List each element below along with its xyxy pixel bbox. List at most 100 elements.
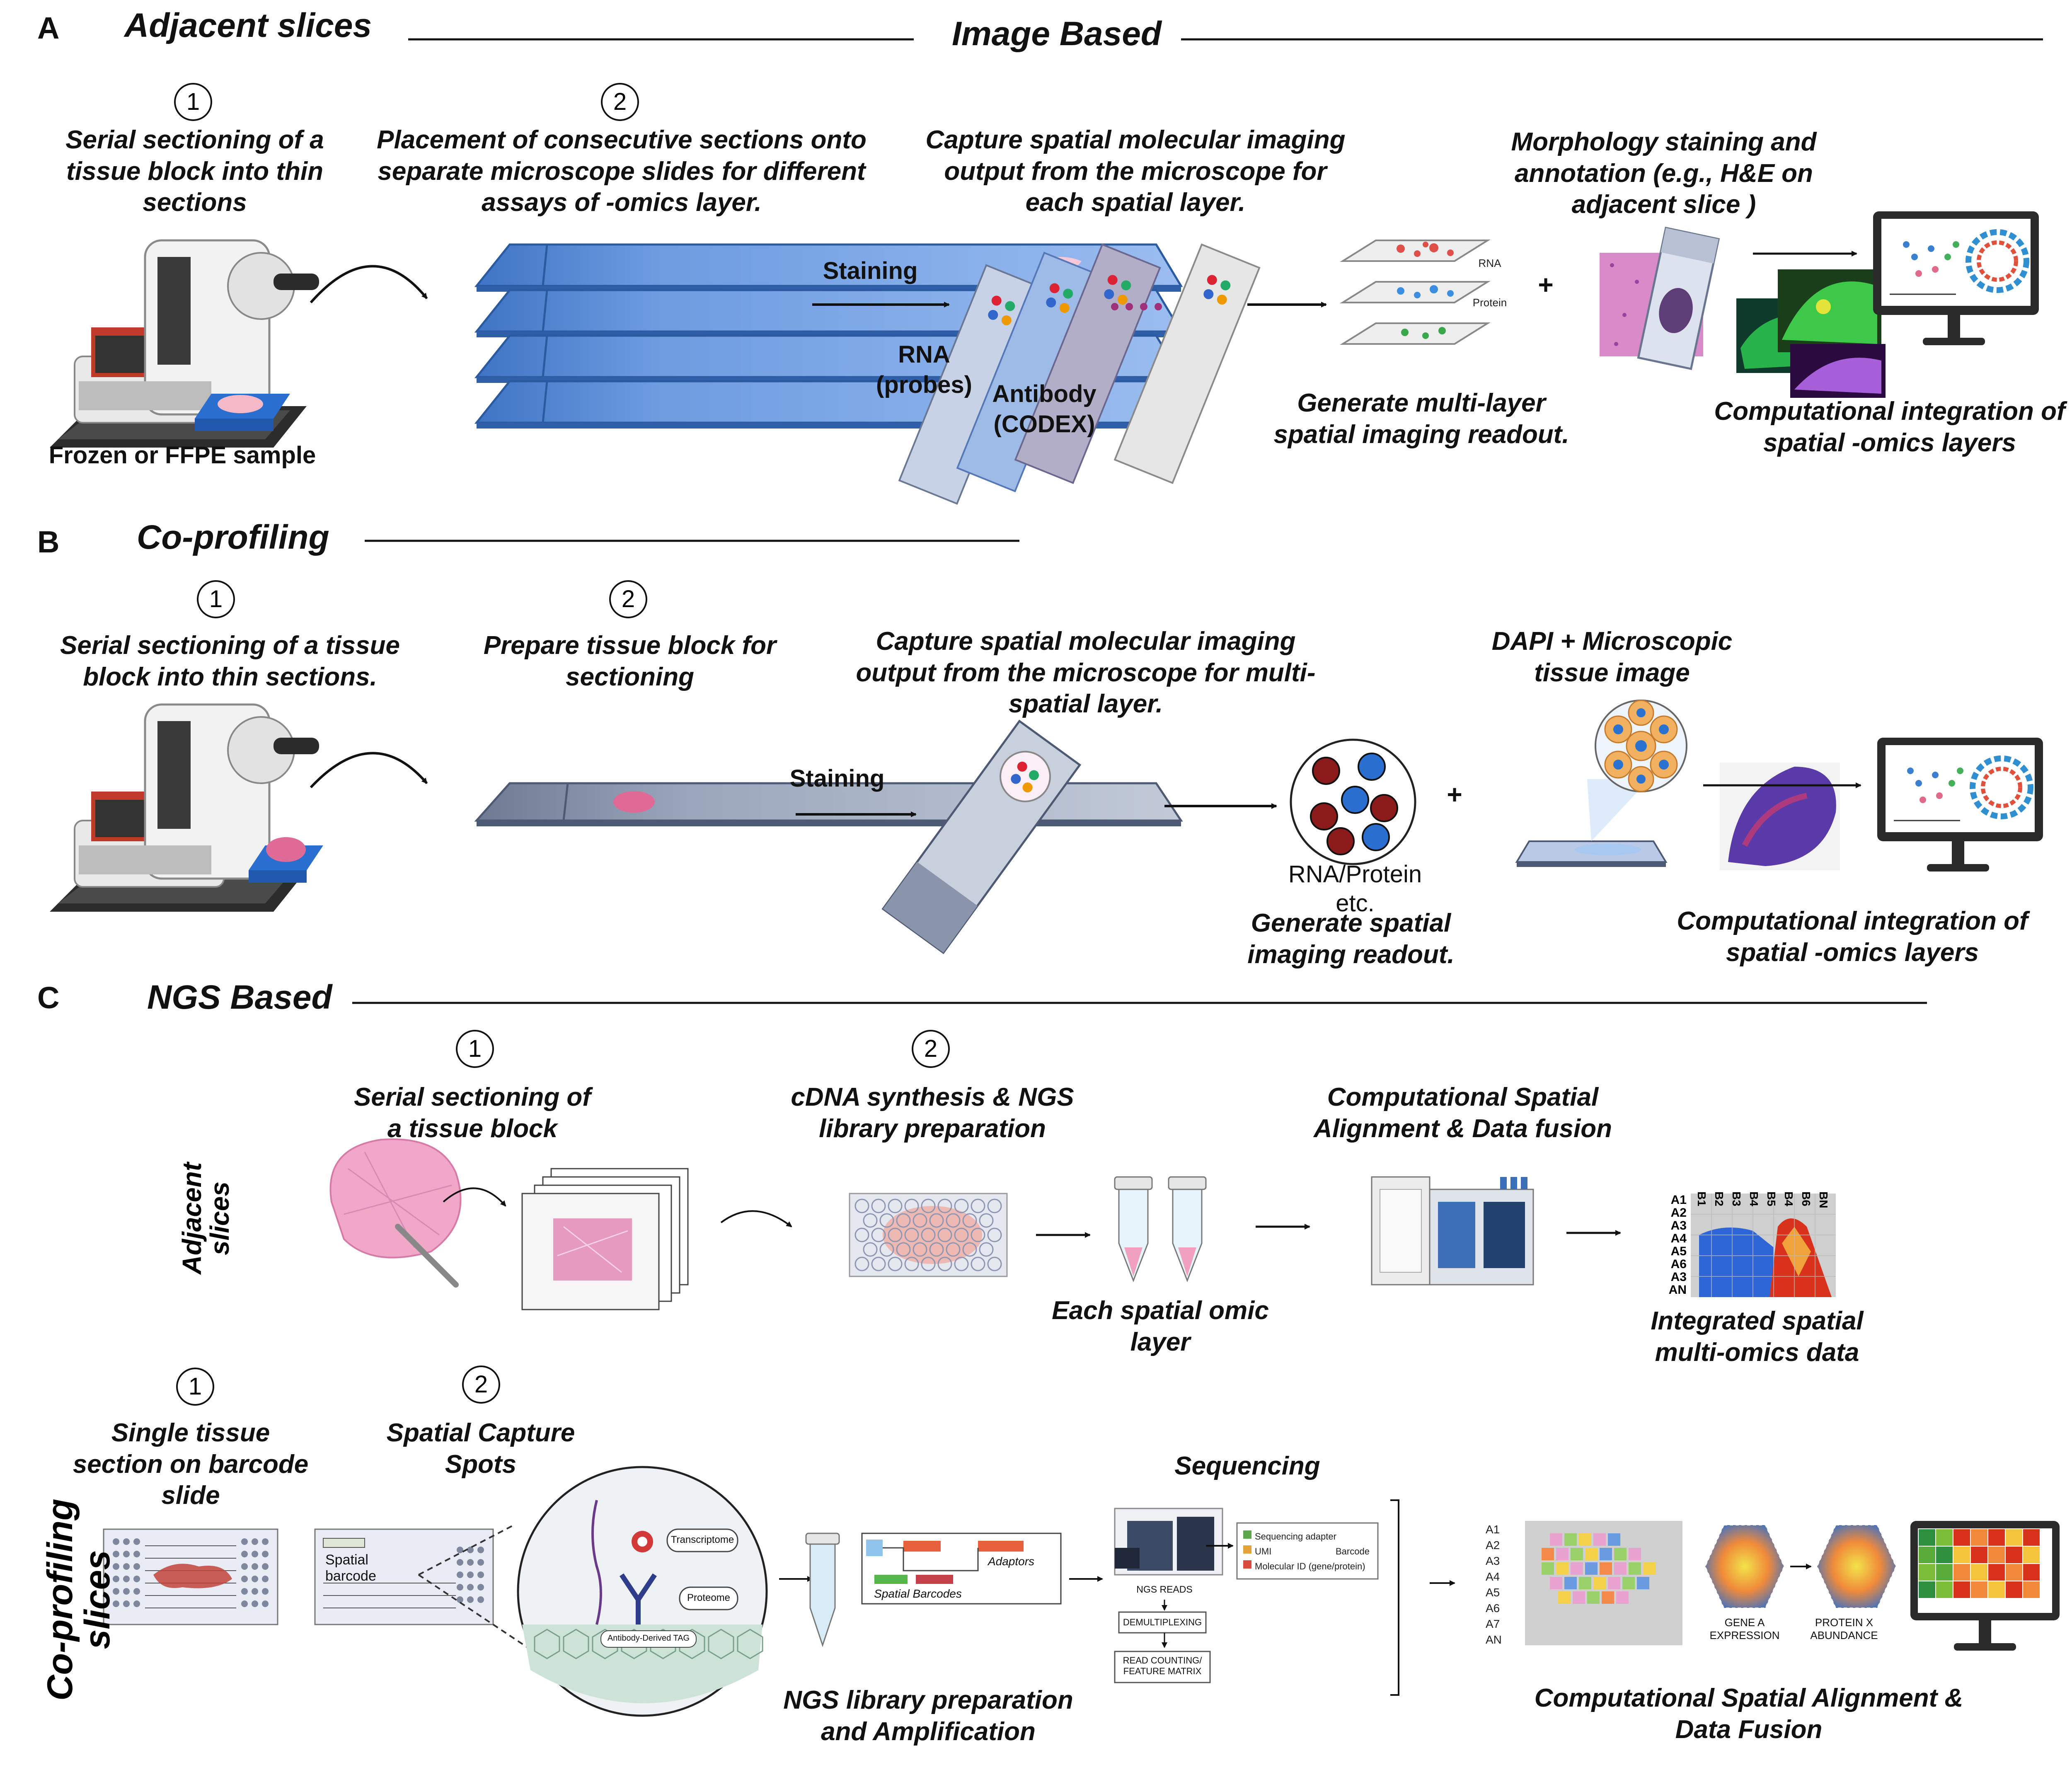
morphology-text: Morphology staining and annotation (e.g.… xyxy=(1511,128,1817,219)
grid-row-label: A4 xyxy=(1670,1232,1687,1245)
layer-stack xyxy=(1340,240,1491,345)
grid-col-label: B3 xyxy=(1730,1191,1743,1206)
ngs-prep-text: NGS library preparation and Amplificatio… xyxy=(783,1686,1073,1746)
flow-step: READ COUNTING/ FEATURE MATRIX xyxy=(1123,1655,1202,1677)
legend-box xyxy=(1236,1522,1379,1580)
protein-x-hexmap xyxy=(1816,1525,1897,1608)
row-label: A4 xyxy=(1486,1570,1500,1583)
grid-row-label: A6 xyxy=(1670,1257,1687,1271)
grid-col-label: BN xyxy=(1817,1191,1830,1208)
grid-row-label: A2 xyxy=(1670,1206,1687,1220)
flow-step: NGS READS xyxy=(1136,1584,1193,1595)
grid-col-label: B2 xyxy=(1713,1191,1726,1206)
panel-letter-a: A xyxy=(37,11,60,45)
panel-a-title: Adjacent slices xyxy=(124,7,372,44)
transcriptome-label: Transcriptome xyxy=(670,1534,734,1545)
step-number: 1 xyxy=(174,83,212,121)
spatial-barcodes-label: Spatial Barcodes xyxy=(874,1587,962,1600)
step-c2-text: cDNA synthesis & NGS library preparation xyxy=(791,1083,1074,1143)
step-co2-text: Spatial Capture Spots xyxy=(386,1419,575,1479)
integration-text-b: Computational integration of spatial -om… xyxy=(1677,907,2028,967)
capture-text-a: Capture spatial molecular imaging output… xyxy=(925,126,1346,217)
rna-protein-label: RNA/Protein etc. xyxy=(1288,861,1422,917)
grid-row-label: AN xyxy=(1668,1283,1687,1297)
step-b1-text: Serial sectioning of a tissue block into… xyxy=(60,631,400,691)
sample-label: Frozen or FFPE sample xyxy=(48,442,316,469)
monitor-icon xyxy=(1877,738,2043,872)
step-number: 1 xyxy=(456,1030,494,1068)
slide-stack xyxy=(474,243,1183,429)
flow-boxes xyxy=(1114,1600,1211,1683)
step-number: 2 xyxy=(601,83,639,121)
tissue-block-icon xyxy=(195,394,290,431)
row-label: AN xyxy=(1486,1633,1502,1646)
legend-item: Molecular ID (gene/protein) xyxy=(1255,1561,1365,1571)
fusion-text-adjacent: Computational Spatial Alignment & Data f… xyxy=(1314,1083,1612,1143)
integrated-data-text: Integrated spatial multi-omics data xyxy=(1651,1307,1864,1367)
coprofiling-slices-label: Co-profiling slices xyxy=(40,1499,118,1701)
sequencing-title: Sequencing xyxy=(1174,1452,1320,1480)
section-stack xyxy=(521,1168,689,1310)
row-label: A3 xyxy=(1486,1554,1500,1567)
rna-probes-label: RNA (probes) xyxy=(876,341,972,398)
layer-rna-label: RNA xyxy=(1478,257,1501,269)
spatial-barcode-label: Spatial barcode xyxy=(325,1552,376,1584)
spot-array xyxy=(849,1193,1008,1277)
panel-c-title: NGS Based xyxy=(147,978,332,1016)
microtome-icon xyxy=(50,703,319,912)
staining-label: Staining xyxy=(823,257,918,284)
dapi-text: DAPI + Microscopic tissue image xyxy=(1491,627,1733,687)
capture-zoom xyxy=(517,1466,768,1717)
monitor-icon xyxy=(1873,211,2039,345)
row-label: A7 xyxy=(1486,1617,1500,1630)
legend-item: Barcode xyxy=(1336,1546,1370,1557)
step-co1-text: Single tissue section on barcode slide xyxy=(73,1419,309,1510)
staining-label: Staining xyxy=(789,765,885,792)
dapi-slide xyxy=(1515,700,1687,867)
row-label: A6 xyxy=(1486,1602,1500,1615)
row-label: A2 xyxy=(1486,1539,1500,1552)
grid-row-labels: A1 A2 A3 A4 A5 A6 A3 AN xyxy=(1658,1194,1687,1296)
slide-icon xyxy=(881,719,1082,954)
spatial-maps xyxy=(1736,269,1886,398)
library-construct xyxy=(861,1533,1062,1605)
step-a2-text: Placement of consecutive sections onto s… xyxy=(377,126,867,217)
panel-letter-b: B xyxy=(37,525,60,559)
grid-row-label: A3 xyxy=(1670,1219,1687,1232)
readout-text-b: Generate spatial imaging readout. xyxy=(1247,909,1455,969)
protein-x-label: PROTEIN X ABUNDANCE xyxy=(1810,1616,1878,1642)
proteome-label: Proteome xyxy=(687,1592,731,1603)
integration-text-a: Computational integration of spatial -om… xyxy=(1714,397,2065,457)
step-b2-text: Prepare tissue block for sectioning xyxy=(483,631,777,691)
omic-layer-text: Each spatial omic layer xyxy=(1052,1296,1269,1356)
legend-item: UMI xyxy=(1255,1546,1272,1557)
step-number: 2 xyxy=(609,580,647,618)
plus-sign: + xyxy=(1538,270,1554,300)
he-image xyxy=(1600,227,1720,370)
grid-row-label: A3 xyxy=(1670,1270,1687,1284)
readout-text-a: Generate multi-layer spatial imaging rea… xyxy=(1273,389,1569,449)
tissue-sample xyxy=(329,1138,462,1288)
row-label: A1 xyxy=(1486,1523,1500,1536)
adjacent-slices-label: Adjacent slices xyxy=(177,1162,235,1275)
gene-a-hexmap xyxy=(1704,1525,1785,1608)
sequencer-icon xyxy=(1114,1508,1223,1576)
layer-protein-label: Protein xyxy=(1472,296,1507,309)
flow-step: DEMULTIPLEXING xyxy=(1123,1617,1202,1627)
step-number: 1 xyxy=(197,580,235,618)
integrated-heatmap xyxy=(1691,1194,1836,1297)
grid-col-label: B1 xyxy=(1695,1191,1708,1206)
monitor-icon xyxy=(1910,1521,2060,1651)
grid-col-labels: B1 B2 B3 B4 B5 B4 B6 BN xyxy=(1695,1162,1836,1208)
spot-map-row-labels: A1 A2 A3 A4 A5 A6 A7 AN xyxy=(1486,1522,1519,1648)
row-label: A5 xyxy=(1486,1586,1500,1599)
grid-col-label: B5 xyxy=(1765,1191,1778,1206)
tissue-block-icon xyxy=(249,837,323,883)
readout-circle xyxy=(1290,738,1416,865)
step-number: 2 xyxy=(462,1366,500,1404)
sequencing-legend: Sequencing adapter UMI Barcode Molecular… xyxy=(1255,1529,1375,1574)
grid-col-label: B4 xyxy=(1782,1191,1795,1206)
plus-sign: + xyxy=(1447,780,1462,809)
legend-item: Sequencing adapter xyxy=(1255,1531,1336,1542)
